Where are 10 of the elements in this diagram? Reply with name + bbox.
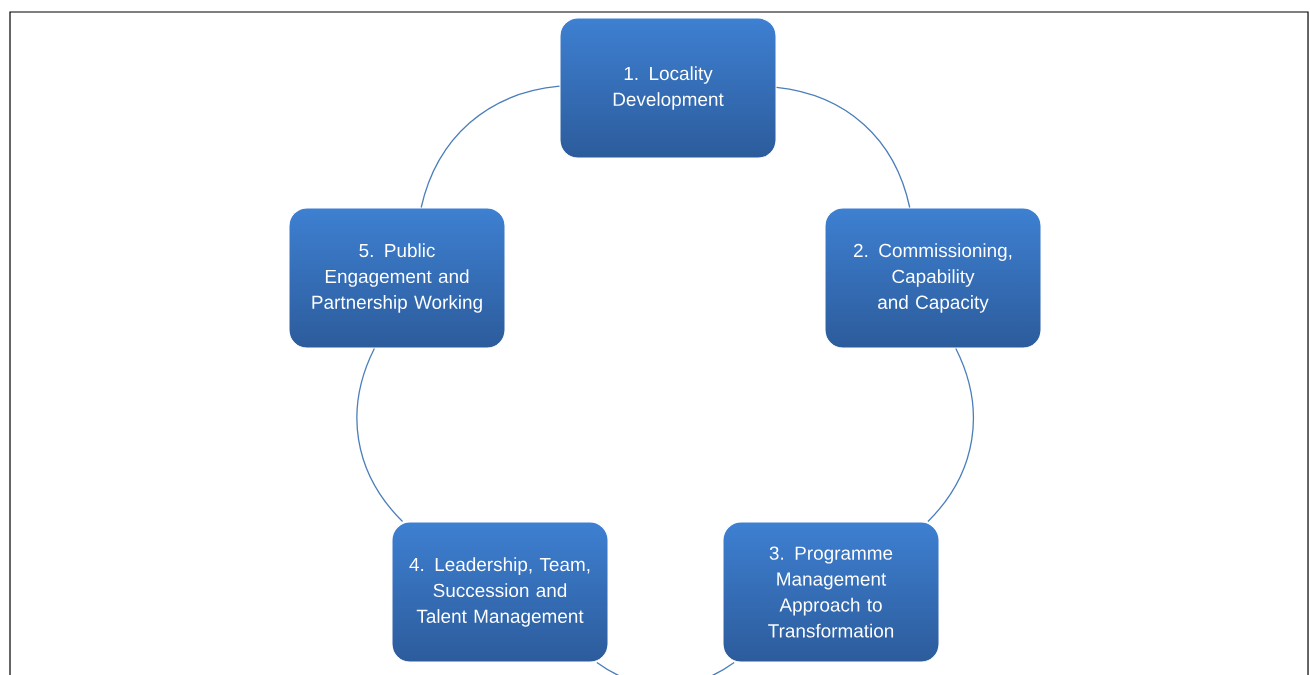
process-box: 4. Leadership, Team, Succession and Talent Management (391, 521, 609, 663)
process-box: 5. Public Engagement and Partnership Working (288, 207, 506, 349)
connector-arc (420, 85, 561, 209)
process-box: 1. Locality Development (559, 17, 777, 159)
connector-arc (596, 661, 735, 675)
connector-arc (356, 347, 404, 523)
process-box: 3. Programme Management Approach to Transformation (722, 521, 940, 663)
connector-arc (927, 347, 974, 523)
connector-arc (775, 86, 911, 209)
process-box: 2. Commissioning, Capability and Capacity (824, 207, 1042, 349)
